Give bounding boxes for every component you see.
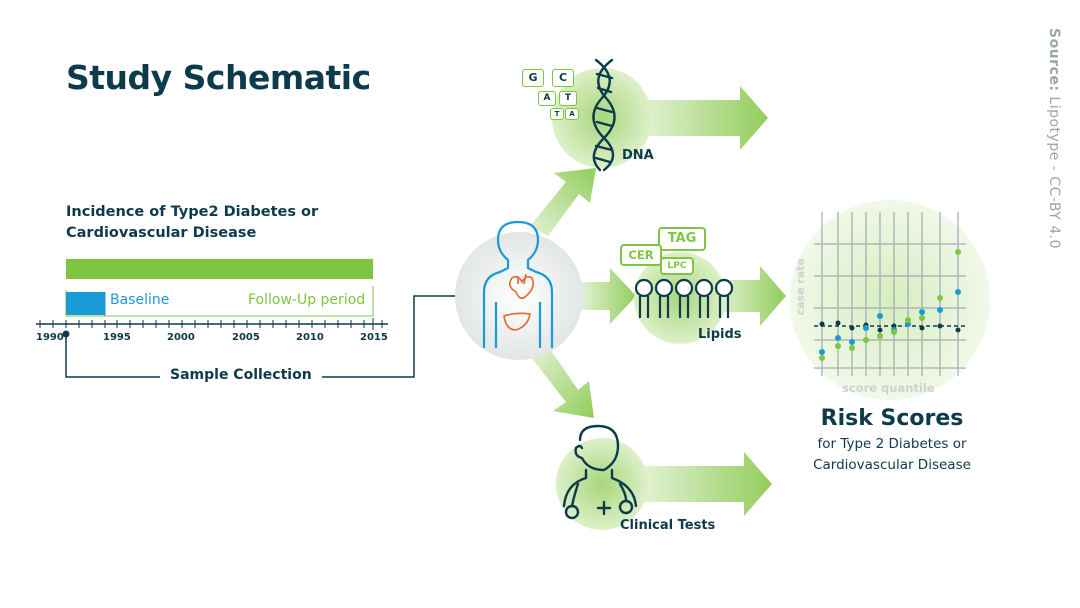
- tick-label: 2010: [296, 332, 324, 343]
- arrow-to-clinical: [530, 346, 594, 418]
- dna-base-box: C: [552, 69, 574, 87]
- human-body-icon: [482, 220, 554, 348]
- dna-base-box: A: [538, 91, 556, 106]
- lipid-tag-cer: CER: [620, 244, 662, 266]
- followup-bar: [66, 259, 373, 279]
- risk-circle: [790, 200, 990, 400]
- dna-base-box: A: [565, 108, 579, 120]
- lipid-tag-lpc: LPC: [660, 257, 694, 275]
- lipid-tag-tag: TAG: [658, 227, 706, 251]
- followup-label: Follow-Up period: [248, 292, 366, 308]
- risk-chart-xlabel: score quantile: [842, 381, 935, 395]
- source-credit: Source: Lipotype - CC-BY 4.0: [1046, 28, 1062, 249]
- dna-helix-icon: [592, 58, 616, 172]
- dna-base-box: T: [559, 91, 577, 106]
- source-label: Source:: [1046, 28, 1062, 92]
- arrow-dna-out: [640, 86, 768, 150]
- clinical-tests-label: Clinical Tests: [620, 518, 716, 533]
- arrow-to-dna: [530, 168, 596, 236]
- arrow-clinical-out: [640, 452, 772, 516]
- sample-collection-label: Sample Collection: [160, 367, 322, 383]
- dna-base-box: T: [550, 108, 564, 120]
- risk-points: [819, 249, 961, 361]
- tick-label: 1995: [103, 332, 131, 343]
- doctor-icon: [562, 424, 638, 520]
- lipid-bilayer-icon: [634, 278, 734, 318]
- baseline-bar: [66, 292, 105, 315]
- risk-scores-subtitle: for Type 2 Diabetes or Cardiovascular Di…: [790, 434, 994, 476]
- page-title: Study Schematic: [66, 58, 371, 97]
- risk-scores-title: Risk Scores: [820, 406, 964, 431]
- incidence-heading: Incidence of Type2 Diabetes or Cardiovas…: [66, 204, 319, 241]
- dna-circle: [552, 68, 652, 168]
- tick-label: 2015: [360, 332, 388, 343]
- dna-base-box: G: [522, 69, 544, 87]
- timeline-ticks: [39, 318, 383, 330]
- tick-label: 2005: [232, 332, 260, 343]
- sample-collection-connector: [65, 295, 456, 378]
- lipids-label: Lipids: [698, 327, 742, 342]
- dna-label: DNA: [622, 148, 654, 163]
- arrow-to-lipids: [580, 268, 636, 324]
- liver-icon: [503, 312, 531, 331]
- source-text: Lipotype - CC-BY 4.0: [1046, 91, 1062, 249]
- tick-label: 1990: [36, 332, 64, 343]
- clinical-circle: [556, 438, 648, 530]
- heart-icon: [508, 273, 534, 300]
- risk-subtitle-line2: Cardiovascular Disease: [813, 457, 971, 473]
- risk-subtitle-line1: for Type 2 Diabetes or: [817, 436, 967, 452]
- arrow-lipids-out: [716, 266, 786, 326]
- risk-chart-ylabel: case rate: [794, 258, 807, 316]
- baseline-label: Baseline: [110, 292, 170, 308]
- tick-label: 2000: [167, 332, 195, 343]
